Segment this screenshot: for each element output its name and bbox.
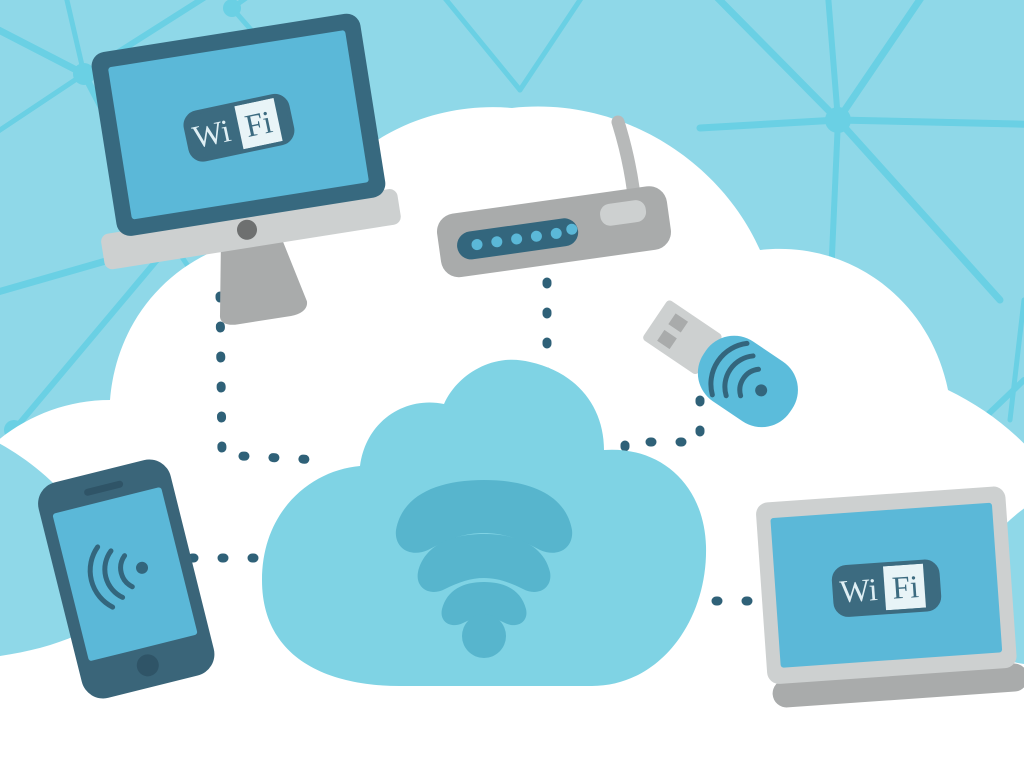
wifi-signal-icon (708, 340, 768, 399)
wifi-cloud[interactable] (262, 359, 707, 686)
wifi-signal-arc-3 (708, 340, 750, 398)
usb-connector-notch-2 (657, 329, 677, 350)
network-node-c (825, 107, 851, 133)
router-led-6 (566, 223, 578, 235)
router-led-5 (550, 227, 562, 239)
wifi-signal-arc-1 (737, 366, 762, 399)
laptop[interactable]: Wi Fi (755, 485, 1024, 709)
wifi-signal-dot (755, 384, 768, 397)
wireless-router[interactable] (435, 115, 674, 280)
network-node-b (223, 0, 241, 17)
badge-text-fi: Fi (891, 568, 920, 606)
wifi-signal-arc-2 (102, 548, 126, 600)
wifi-signal-arc-2 (722, 353, 756, 399)
usb-connector (643, 300, 722, 375)
desktop-monitor[interactable]: Wi Fi (72, 10, 414, 343)
phone-screen (52, 487, 198, 661)
monitor-wifi-badge: Wi Fi (183, 93, 295, 162)
badge-text-wi: Wi (189, 112, 234, 155)
wifi-signal-dot (136, 561, 149, 574)
wifi-signal-icon (87, 544, 149, 610)
badge-outline (183, 93, 295, 162)
wifi-broadcast-icon (395, 480, 573, 658)
laptop-base (772, 663, 1024, 708)
wifi-dot (462, 614, 506, 658)
network-node-a (73, 63, 95, 85)
wifi-arc-inner (441, 582, 527, 626)
laptop-wifi-badge: Wi Fi (831, 559, 942, 617)
monitor-power-dot (236, 219, 257, 240)
badge-light-half (882, 563, 926, 611)
wifi-signal-arc-1 (118, 553, 135, 590)
monitor-stand-neck (220, 234, 308, 325)
router-led-3 (511, 233, 523, 245)
usb-connector-notch-1 (668, 313, 689, 333)
router-led-4 (530, 230, 542, 242)
wifi-signal-arc-3 (87, 544, 116, 610)
phone-speaker (84, 480, 124, 496)
router-port-panel (600, 200, 647, 226)
badge-light-half (234, 97, 283, 150)
phone-home-button (136, 654, 159, 677)
router-led-1 (471, 239, 483, 251)
badge-text-wi: Wi (838, 571, 878, 610)
smartphone[interactable] (33, 455, 219, 703)
usb-wifi-dongle[interactable] (635, 289, 811, 440)
wifi-arc-outer (395, 480, 573, 553)
badge-outline (831, 559, 942, 617)
router-led-dots (471, 223, 578, 251)
router-led-2 (491, 236, 503, 248)
wifi-arc-middle (417, 534, 551, 592)
